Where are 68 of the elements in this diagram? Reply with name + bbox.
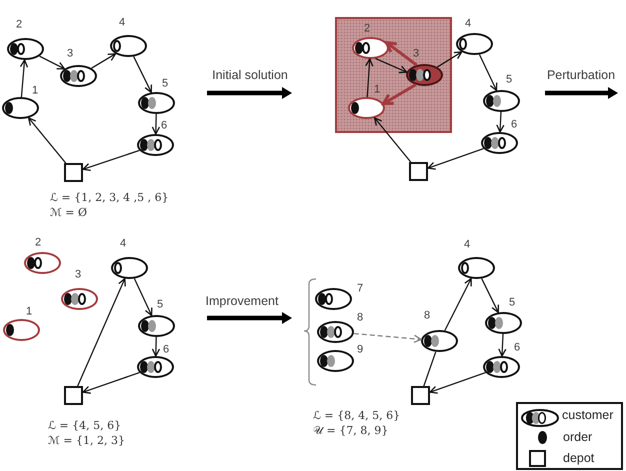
arrow bbox=[77, 278, 126, 386]
node-number: 3 bbox=[74, 268, 82, 282]
node-number: 3 bbox=[66, 48, 74, 60]
node-number: 6 bbox=[160, 120, 168, 132]
set-notation: ℒ = {4, 5, 6} bbox=[48, 419, 122, 433]
step-label: Initial solution bbox=[212, 68, 288, 83]
node-number: 6 bbox=[162, 344, 170, 356]
step-label: Perturbation bbox=[546, 68, 616, 83]
arrow bbox=[28, 117, 66, 164]
node-number: 4 bbox=[118, 16, 126, 30]
arrow bbox=[20, 59, 28, 98]
arrow bbox=[91, 53, 116, 69]
node-number: 2 bbox=[364, 22, 370, 36]
arrow bbox=[496, 112, 504, 133]
arrow bbox=[481, 278, 500, 314]
arrow bbox=[429, 372, 486, 394]
node-number: 5 bbox=[506, 74, 512, 86]
node-number: 2 bbox=[34, 236, 42, 250]
arrow bbox=[436, 51, 462, 68]
arrow bbox=[374, 117, 412, 162]
node-number: 4 bbox=[464, 18, 472, 30]
connector-line bbox=[423, 352, 436, 386]
node-number: 4 bbox=[464, 238, 470, 252]
arrow bbox=[133, 56, 152, 94]
legend-label: depot bbox=[563, 451, 594, 466]
set-notation: ℒ = {8, 4, 5, 6} bbox=[313, 409, 400, 423]
arrow bbox=[82, 150, 140, 172]
node-number: 9 bbox=[356, 344, 364, 356]
node-number: 7 bbox=[356, 282, 364, 296]
node-number: 6 bbox=[514, 342, 520, 354]
arrow bbox=[39, 56, 66, 70]
depot-square bbox=[64, 386, 83, 405]
node-number: 4 bbox=[120, 238, 126, 250]
arrow bbox=[365, 58, 374, 98]
arrow bbox=[82, 372, 140, 394]
arrow bbox=[152, 336, 160, 357]
set-notation: 𝒰 = {7, 8, 9} bbox=[313, 424, 388, 438]
arrow bbox=[444, 278, 472, 331]
depot-square bbox=[64, 163, 83, 182]
arrow bbox=[385, 41, 418, 66]
arrow bbox=[375, 58, 408, 74]
node-number: 8 bbox=[356, 312, 364, 324]
arrow bbox=[152, 114, 160, 135]
set-notation: ℒ = {1, 2, 3, 4 ,5 , 6} bbox=[50, 191, 169, 205]
node-number: 6 bbox=[510, 118, 518, 132]
arrow bbox=[498, 334, 506, 357]
node-number: 1 bbox=[374, 84, 380, 96]
arrow bbox=[134, 278, 152, 316]
arrow bbox=[427, 148, 484, 170]
step-label: Improvement bbox=[206, 294, 278, 309]
arrow bbox=[354, 332, 422, 343]
node-number: 5 bbox=[508, 296, 516, 310]
node-number: 8 bbox=[424, 310, 430, 322]
arrow bbox=[478, 54, 498, 92]
arrow bbox=[382, 83, 416, 106]
set-notation: ℳ = Ø bbox=[50, 206, 87, 220]
set-notation: ℳ = {1, 2, 3} bbox=[48, 434, 125, 448]
depot-square bbox=[411, 386, 430, 405]
depot-square bbox=[409, 162, 428, 181]
node-number: 2 bbox=[16, 18, 22, 32]
node-number: 5 bbox=[162, 78, 168, 90]
node-number: 5 bbox=[156, 298, 164, 312]
node-number: 1 bbox=[32, 84, 38, 98]
legend-label: customer bbox=[562, 408, 614, 423]
node-number: 3 bbox=[412, 48, 420, 60]
legend-label: order bbox=[563, 430, 592, 445]
highlight-region bbox=[335, 17, 452, 133]
node-number: 1 bbox=[26, 306, 32, 318]
